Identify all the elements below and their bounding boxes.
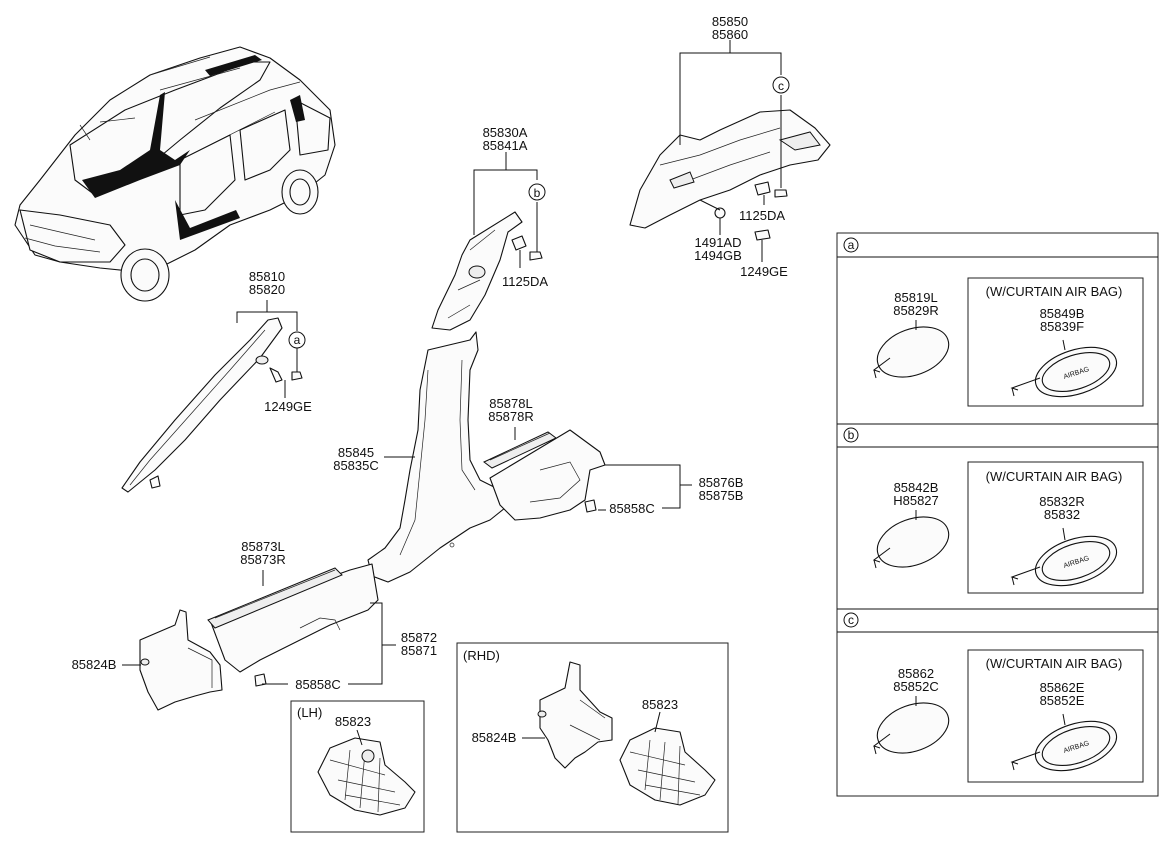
label-85835c: 85835C	[333, 458, 379, 473]
label-85872: 85872	[401, 630, 437, 645]
legend-labels: a 85819L 85829R (W/CURTAIN AIR BAG) 8584…	[848, 238, 1123, 755]
rhd-title: (RHD)	[463, 648, 500, 663]
kick-panel-trim	[139, 609, 223, 711]
label-85824b: 85824B	[72, 657, 117, 672]
label-85830a: 85830A	[483, 125, 528, 140]
legend-b-note: (W/CURTAIN AIR BAG)	[986, 469, 1123, 484]
b-pillar-upper-trim	[431, 211, 543, 331]
label-85810: 85810	[249, 269, 285, 284]
label-85841a: 85841A	[483, 138, 528, 153]
rhd-inset-box	[456, 642, 729, 833]
legend-b-part1: 85842B	[894, 480, 939, 495]
callout-a-circle	[288, 331, 306, 349]
legend-a-letter: a	[848, 238, 855, 252]
label-85823-rhd: 85823	[642, 697, 678, 712]
label-85820: 85820	[249, 282, 285, 297]
label-85878r: 85878R	[488, 409, 534, 424]
callout-b: b	[534, 186, 541, 200]
legend-a-part1: 85819L	[894, 290, 937, 305]
legend-a-alt1: 85849B	[1040, 306, 1085, 321]
center-pillar-lower-trim	[367, 331, 506, 583]
legend-c-alt2: 85852E	[1040, 693, 1085, 708]
label-85860: 85860	[712, 27, 748, 42]
legend-a-note: (W/CURTAIN AIR BAG)	[986, 284, 1123, 299]
lh-inset-box	[290, 700, 425, 833]
label-85876b: 85876B	[699, 475, 744, 490]
legend-c-note: (W/CURTAIN AIR BAG)	[986, 656, 1123, 671]
label-85850: 85850	[712, 14, 748, 29]
legend-a-part2: 85829R	[893, 303, 939, 318]
part-number-labels: 85850 85860 c 85830A 85841A b 1125DA 112…	[72, 14, 790, 745]
legend-c-part1: 85862	[898, 666, 934, 681]
legend-c-alt1: 85862E	[1040, 680, 1085, 695]
callout-c: c	[778, 79, 784, 93]
label-85875b: 85875B	[699, 488, 744, 503]
legend-a-alt2: 85839F	[1040, 319, 1084, 334]
callout-c-circle	[772, 76, 790, 94]
label-1494gb: 1494GB	[694, 248, 742, 263]
label-85858c-right: 85858C	[609, 501, 655, 516]
vehicle-illustration	[14, 46, 336, 302]
legend-c-part2: 85852C	[893, 679, 939, 694]
callout-a: a	[294, 333, 301, 347]
lh-title: (LH)	[297, 705, 322, 720]
label-1125da-top: 1125DA	[739, 208, 785, 223]
label-85845: 85845	[338, 445, 374, 460]
callout-b-circle	[528, 183, 546, 201]
label-85873l: 85873L	[241, 539, 284, 554]
legend-c-letter: c	[848, 613, 854, 627]
label-85873r: 85873R	[240, 552, 286, 567]
quarter-upper-trim	[629, 109, 831, 241]
label-85824b-rhd: 85824B	[472, 730, 517, 745]
label-1249ge-left: 1249GE	[264, 399, 312, 414]
label-1125da-mid: 1125DA	[502, 274, 548, 289]
label-85858c-bottom: 85858C	[295, 677, 341, 692]
legend-b-part2: H85827	[893, 493, 939, 508]
legend-b-letter: b	[848, 428, 855, 442]
label-85878l: 85878L	[489, 396, 532, 411]
label-1491ad: 1491AD	[695, 235, 742, 250]
a-pillar-trim	[121, 317, 303, 493]
legend-panel	[836, 232, 1159, 797]
label-85823-lh: 85823	[335, 714, 371, 729]
label-85871: 85871	[401, 643, 437, 658]
legend-b-alt1: 85832R	[1039, 494, 1085, 509]
rear-scuff-trim	[483, 429, 606, 521]
label-1249ge-top: 1249GE	[740, 264, 788, 279]
legend-b-alt2: 85832	[1044, 507, 1080, 522]
front-scuff-trim	[207, 563, 379, 687]
